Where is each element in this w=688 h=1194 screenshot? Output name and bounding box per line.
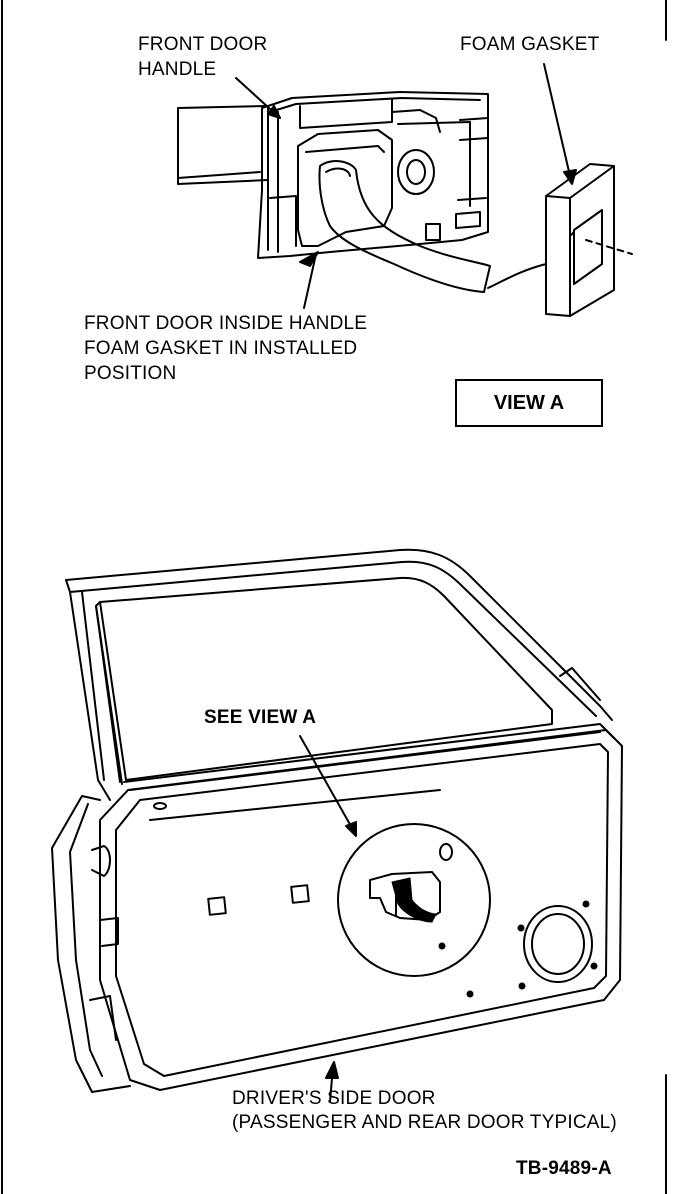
foam-gasket-part: [487, 163, 633, 317]
see-view-a-label: SEE VIEW A: [204, 707, 317, 728]
door-illustration: [51, 548, 623, 1093]
window-glass: [99, 576, 553, 781]
view-a-box: VIEW A: [455, 379, 603, 427]
door-slot-1: [207, 896, 227, 916]
handle-lever: [318, 160, 491, 293]
handle-bezel: [297, 129, 393, 247]
front-door-handle-label-line2: HANDLE: [138, 59, 217, 80]
installed-label-line2: FOAM GASKET IN INSTALLED: [84, 338, 358, 359]
door-panel: [99, 729, 623, 1091]
foam-gasket-label: FOAM GASKET: [460, 34, 600, 55]
leader-lines-view-a: [235, 63, 577, 309]
window-frame: [65, 548, 613, 721]
view-a-callout-circle: [337, 823, 491, 977]
door-slot-2: [290, 884, 310, 904]
driver-door-label-line2: (PASSENGER AND REAR DOOR TYPICAL): [232, 1112, 617, 1133]
leader-lines-door: [299, 735, 357, 1103]
screw-boss: [397, 149, 435, 195]
door-hinge-side: [51, 795, 131, 1093]
installed-label-line3: POSITION: [84, 363, 177, 384]
handle-housing: [257, 91, 489, 259]
driver-door-label-line1: DRIVER'S SIDE DOOR: [232, 1088, 436, 1109]
installed-label-line1: FRONT DOOR INSIDE HANDLE: [84, 313, 368, 334]
handle-assembly: [177, 91, 491, 293]
front-door-handle-label-line1: FRONT DOOR: [138, 34, 268, 55]
speaker-opening: [523, 905, 593, 983]
door-panel-top: [123, 723, 615, 783]
figure-id: TB-9489-A: [516, 1158, 612, 1179]
